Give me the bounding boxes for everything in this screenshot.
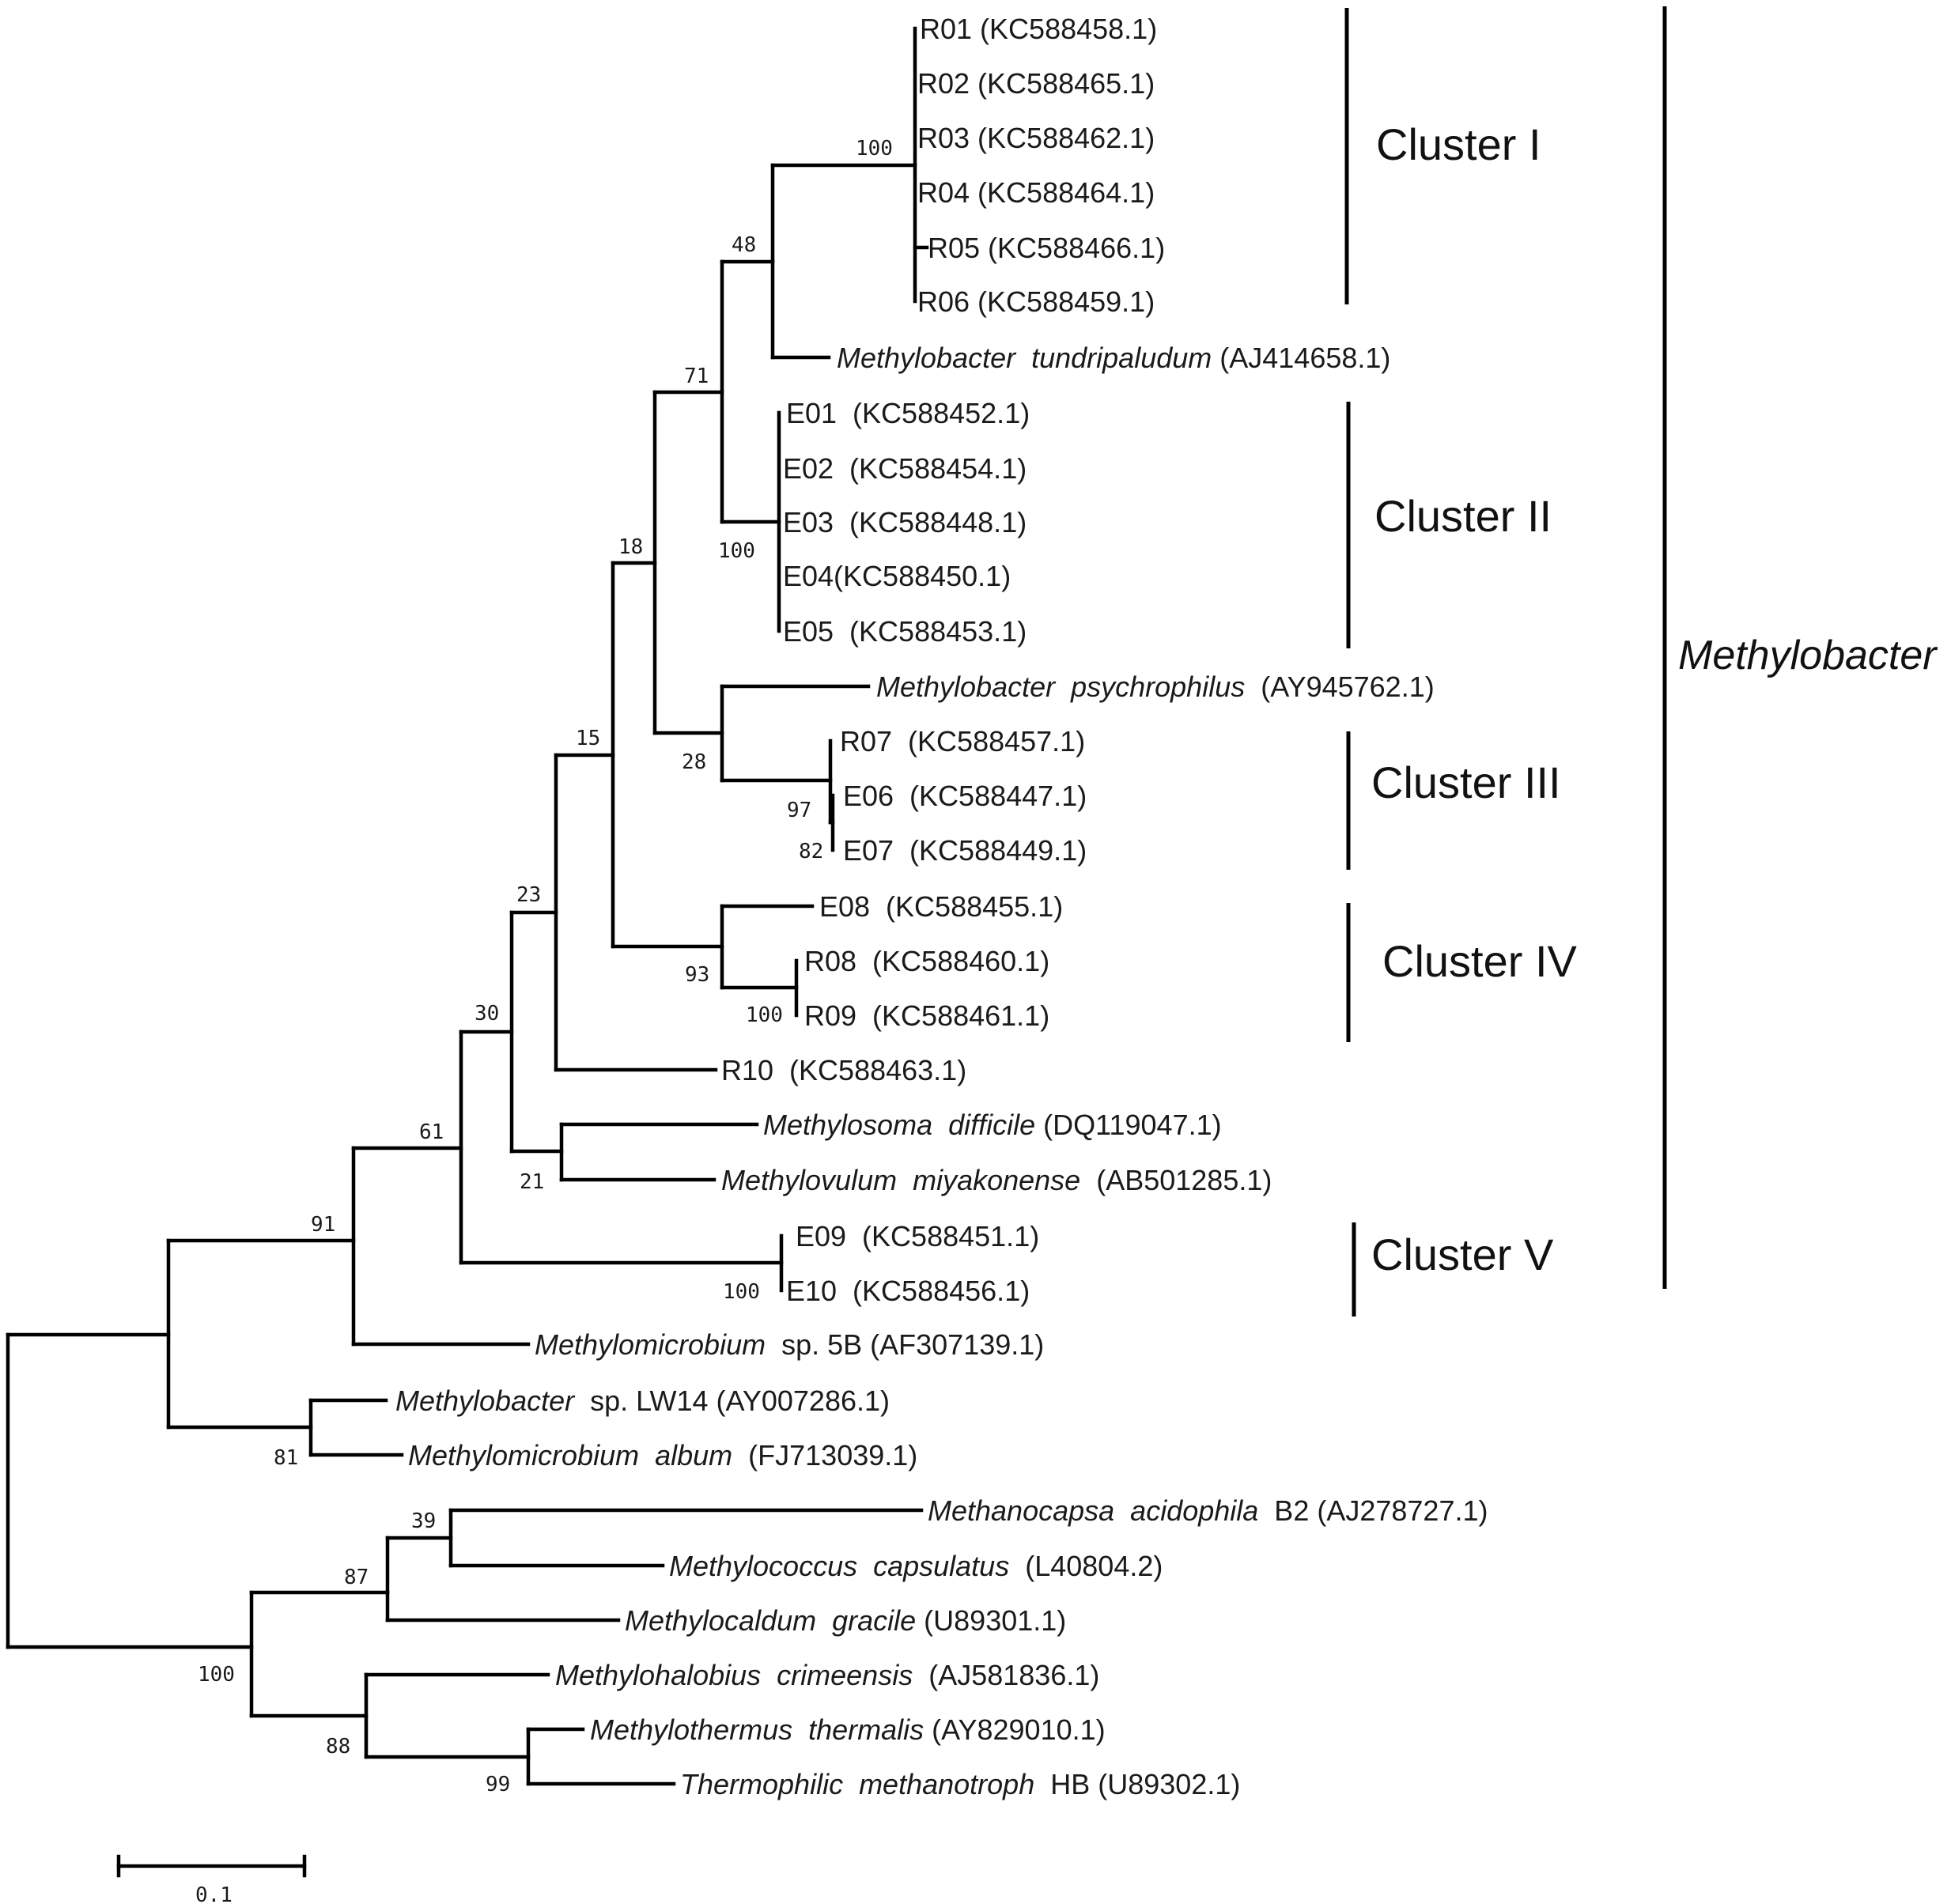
leaf-label-accession: (U89301.1)	[916, 1604, 1066, 1637]
leaf-label-accession: (DQ119047.1)	[1035, 1109, 1221, 1141]
leaf-label-species: Methylobacter psychrophilus	[876, 671, 1245, 703]
leaf-label-accession: (AJ581836.1)	[913, 1659, 1099, 1691]
leaf-label: R09 (KC588461.1)	[804, 999, 1049, 1032]
bootstrap-value: 48	[732, 233, 756, 257]
leaf-label: Methylobacter sp. LW14 (AY007286.1)	[395, 1385, 890, 1417]
leaf-label-species: Methylovulum miyakonense	[721, 1164, 1080, 1196]
leaf-label: E03 (KC588448.1)	[783, 506, 1027, 538]
leaf-label-species: Methanocapsa acidophila	[928, 1494, 1258, 1527]
cluster-2-label: Cluster II	[1374, 491, 1552, 541]
leaf-label-accession: (AJ414658.1)	[1212, 342, 1390, 374]
bootstrap-value: 87	[344, 1566, 369, 1589]
bootstrap-value: 23	[516, 883, 541, 907]
cluster-annotations: Cluster I Cluster II Cluster III Cluster…	[1344, 6, 1938, 1317]
leaf-label: Methylomicrobium sp. 5B (AF307139.1)	[535, 1328, 1044, 1361]
leaf-label: R05 (KC588466.1)	[928, 232, 1165, 264]
leaf-label: R03 (KC588462.1)	[917, 122, 1155, 154]
bootstrap-value: 39	[411, 1509, 436, 1533]
bootstrap-value: 100	[718, 539, 755, 563]
leaf-label: R10 (KC588463.1)	[721, 1054, 966, 1086]
leaf-label: E04(KC588450.1)	[783, 560, 1011, 592]
bootstrap-value: 15	[576, 727, 600, 750]
leaf-label: E01 (KC588452.1)	[786, 397, 1030, 429]
leaf-label-accession: (AY945762.1)	[1245, 671, 1434, 703]
leaf-label-accession: sp. 5B (AF307139.1)	[766, 1328, 1044, 1361]
leaf-label: Methylohalobius crimeensis (AJ581836.1)	[555, 1659, 1099, 1691]
bootstrap-value: 100	[856, 137, 893, 161]
leaf-label: R02 (KC588465.1)	[917, 67, 1155, 100]
leaf-label: Methylococcus capsulatus (L40804.2)	[669, 1550, 1163, 1582]
bootstrap-value: 100	[723, 1280, 760, 1304]
leaf-label: R06 (KC588459.1)	[917, 285, 1155, 318]
leaf-label: Methylovulum miyakonense (AB501285.1)	[721, 1164, 1272, 1196]
bootstrap-value: 88	[326, 1735, 350, 1759]
leaf-label: E08 (KC588455.1)	[819, 890, 1063, 923]
leaf-label: Methylobacter tundripaludum (AJ414658.1)	[837, 342, 1390, 374]
bootstrap-value: 91	[311, 1213, 335, 1237]
leaf-labels: R01 (KC588458.1) R02 (KC588465.1) R03 (KC5…	[395, 13, 1488, 1800]
leaf-label-species: Methylothermus thermalis	[590, 1713, 924, 1746]
leaf-label: E05 (KC588453.1)	[783, 615, 1027, 648]
leaf-label: R07 (KC588457.1)	[840, 725, 1085, 757]
scale-bar: 0.1	[116, 1854, 307, 1904]
leaf-label: E07 (KC588449.1)	[843, 834, 1087, 867]
leaf-label-accession: HB (U89302.1)	[1034, 1768, 1240, 1800]
bootstrap-value: 97	[787, 799, 811, 822]
bootstrap-values: 100 48 71 100 18 28 97 82 15 93 100 23 30 21 61 100 91 81…	[198, 137, 893, 1796]
bootstrap-value: 71	[684, 365, 709, 388]
leaf-label-species: Methylomicrobium	[535, 1328, 766, 1361]
leaf-label-accession: (AB501285.1)	[1080, 1164, 1272, 1196]
leaf-label-accession: (AY829010.1)	[924, 1713, 1105, 1746]
bootstrap-value: 61	[419, 1120, 444, 1144]
leaf-label: Methylomicrobium album (FJ713039.1)	[408, 1439, 917, 1471]
cluster-3-label: Cluster III	[1371, 757, 1561, 807]
leaf-label-accession: (FJ713039.1)	[732, 1439, 917, 1471]
leaf-label: Methylocaldum gracile (U89301.1)	[625, 1604, 1066, 1637]
leaf-label-species: Methylomicrobium album	[408, 1439, 732, 1471]
tree-branches	[6, 26, 929, 1786]
bootstrap-value: 82	[799, 840, 823, 863]
leaf-label: R04 (KC588464.1)	[917, 176, 1155, 209]
leaf-label-accession: B2 (AJ278727.1)	[1258, 1494, 1488, 1527]
genus-label: Methylobacter	[1678, 633, 1938, 678]
leaf-label-species: Methylococcus capsulatus	[669, 1550, 1009, 1582]
leaf-label-accession: sp. LW14 (AY007286.1)	[574, 1385, 890, 1417]
leaf-label: Thermophilic methanotroph HB (U89302.1)	[680, 1768, 1240, 1800]
leaf-label: Methylosoma difficile (DQ119047.1)	[763, 1109, 1222, 1141]
leaf-label: E10 (KC588456.1)	[786, 1275, 1030, 1307]
leaf-label: E09 (KC588451.1)	[796, 1220, 1039, 1252]
leaf-label: E02 (KC588454.1)	[783, 452, 1027, 485]
bootstrap-value: 81	[274, 1446, 298, 1470]
scale-bar-label: 0.1	[195, 1883, 233, 1904]
leaf-label-species: Thermophilic methanotroph	[680, 1768, 1034, 1800]
bootstrap-value: 100	[746, 1003, 783, 1027]
leaf-label: R08 (KC588460.1)	[804, 945, 1049, 977]
cluster-5-label: Cluster V	[1371, 1230, 1554, 1279]
leaf-label-species: Methylobacter	[395, 1385, 576, 1417]
cluster-4-label: Cluster IV	[1382, 936, 1577, 986]
leaf-label-species: Methylobacter tundripaludum	[837, 342, 1212, 374]
bootstrap-value: 18	[618, 535, 643, 559]
bootstrap-value: 21	[520, 1170, 544, 1194]
cluster-1-label: Cluster I	[1376, 119, 1541, 169]
bootstrap-value: 93	[685, 963, 709, 987]
leaf-label-species: Methylocaldum gracile	[625, 1604, 916, 1637]
leaf-label-accession: (L40804.2)	[1009, 1550, 1163, 1582]
leaf-label: Methylobacter psychrophilus (AY945762.1)	[876, 671, 1435, 703]
leaf-label: R01 (KC588458.1)	[920, 13, 1157, 45]
bootstrap-value: 28	[682, 750, 706, 774]
leaf-label: E06 (KC588447.1)	[843, 780, 1087, 812]
leaf-label: Methylothermus thermalis (AY829010.1)	[590, 1713, 1106, 1746]
leaf-label: Methanocapsa acidophila B2 (AJ278727.1)	[928, 1494, 1488, 1527]
bootstrap-value: 100	[198, 1663, 235, 1687]
bootstrap-value: 30	[475, 1002, 499, 1026]
leaf-label-species: Methylohalobius crimeensis	[555, 1659, 913, 1691]
bootstrap-value: 99	[486, 1773, 510, 1796]
leaf-label-species: Methylosoma difficile	[763, 1109, 1035, 1141]
